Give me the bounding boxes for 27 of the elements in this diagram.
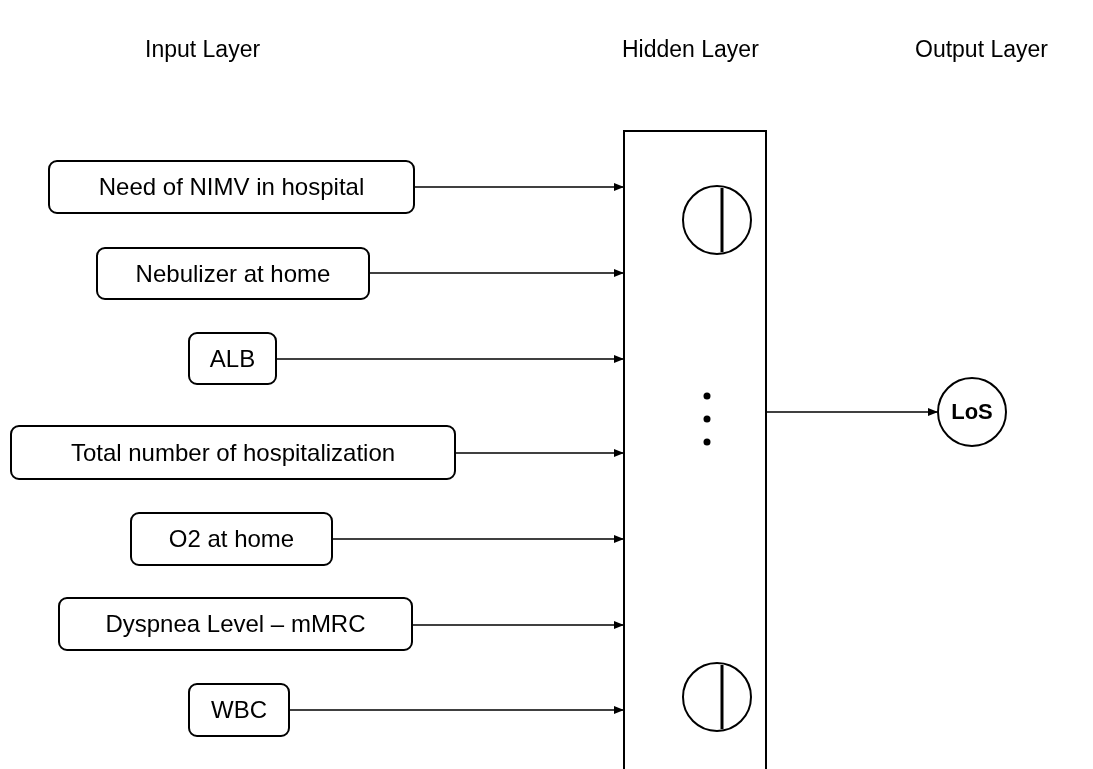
node-label: Need of NIMV in hospital xyxy=(98,173,365,201)
input-box xyxy=(188,683,290,737)
node-label: ALB xyxy=(209,344,256,373)
hidden-layer-box xyxy=(623,130,767,769)
input-box xyxy=(130,512,333,566)
layer-title: Input Layer xyxy=(145,36,261,63)
node-label: Dyspnea Level – mMRC xyxy=(105,610,366,638)
input-box xyxy=(96,247,370,300)
input-box xyxy=(58,597,413,651)
arrow xyxy=(412,621,624,629)
arrow xyxy=(414,183,624,191)
arrow xyxy=(455,449,624,457)
arrow xyxy=(766,408,938,416)
node-label: Nebulizer at home xyxy=(135,259,331,288)
input-box xyxy=(188,332,277,385)
arrow xyxy=(276,355,624,363)
arrow xyxy=(289,706,624,714)
arrow xyxy=(332,535,624,543)
node-label: WBC xyxy=(211,696,267,724)
node-label: LoS xyxy=(951,399,993,425)
input-box xyxy=(48,160,415,214)
layer-title: Output Layer xyxy=(915,36,1048,63)
arrow xyxy=(369,269,624,277)
input-box xyxy=(10,425,456,480)
node-label: Total number of hospitalization xyxy=(70,438,396,467)
layer-title: Hidden Layer xyxy=(622,36,759,63)
node-label: O2 at home xyxy=(168,525,295,553)
